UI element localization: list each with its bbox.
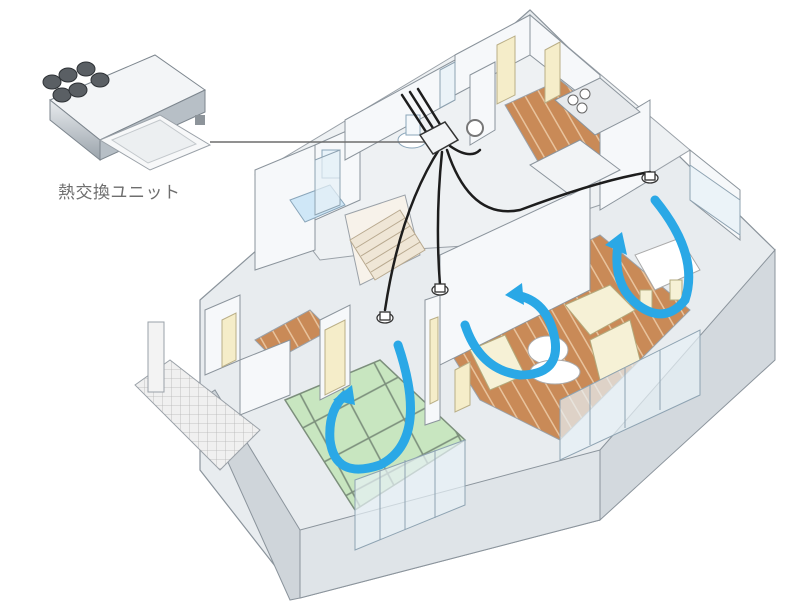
duct-junction-box bbox=[418, 121, 460, 155]
airflow-arrow-icon bbox=[325, 195, 694, 474]
kitchen bbox=[529, 77, 641, 196]
unit-label: 熱交換ユニット bbox=[58, 183, 181, 203]
heat-exchange-unit-icon bbox=[42, 54, 212, 171]
terrace bbox=[134, 321, 261, 471]
doors bbox=[221, 35, 561, 413]
ceiling-grille-icon bbox=[376, 171, 659, 324]
windows bbox=[314, 61, 741, 551]
airflow-arrowheads bbox=[333, 232, 627, 405]
living-room-furniture bbox=[469, 237, 701, 391]
